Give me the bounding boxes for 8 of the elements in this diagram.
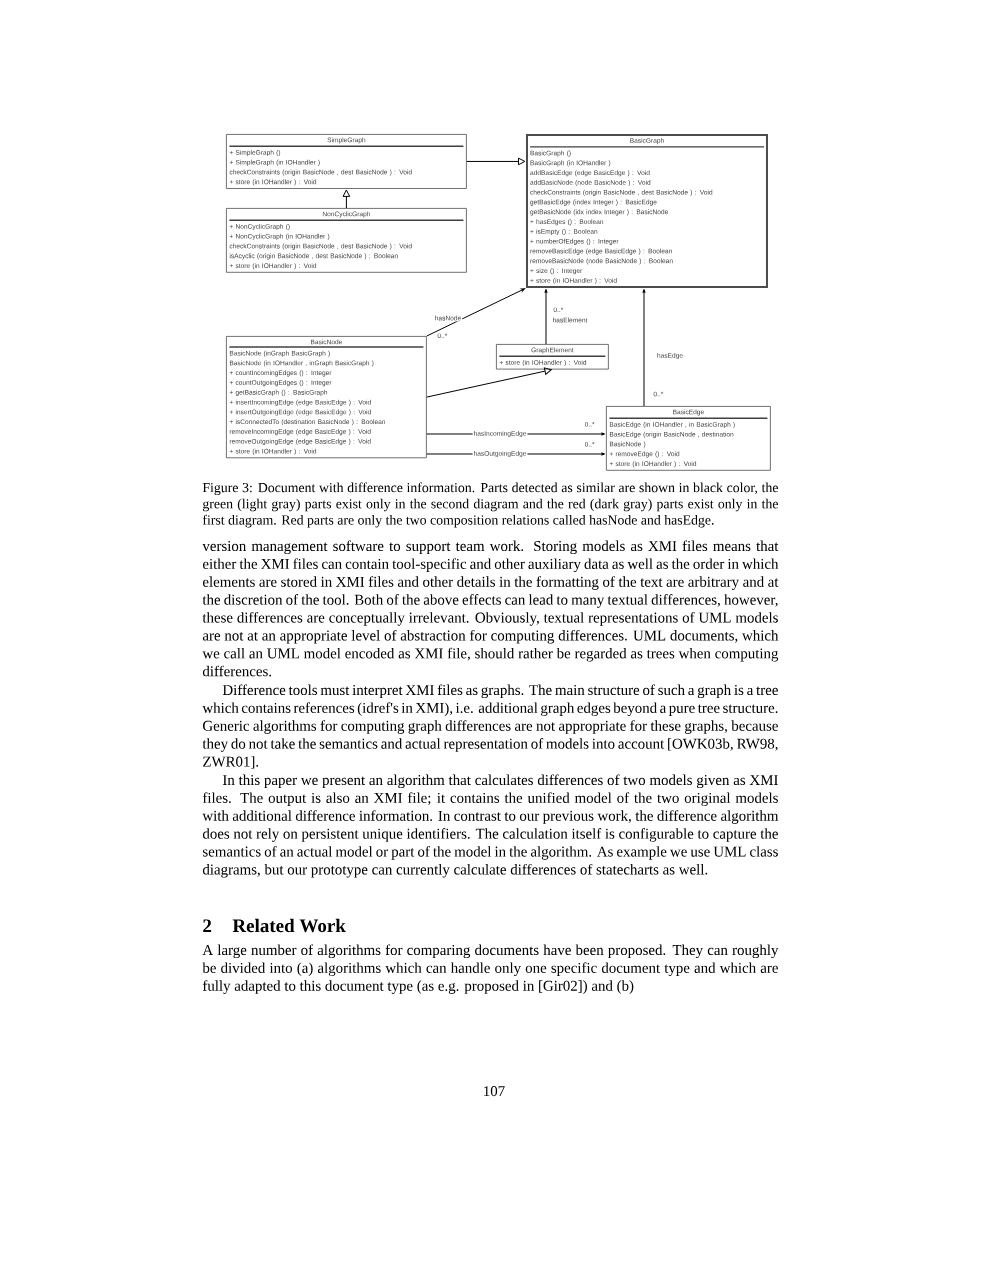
section-number: 2 [203,919,212,932]
association-line [342,189,351,209]
association-line [544,289,548,345]
section-heading: Related Work [232,918,346,933]
association-line [642,289,646,407]
association-line [426,288,526,337]
association-line [426,367,552,398]
association-line [466,157,526,166]
